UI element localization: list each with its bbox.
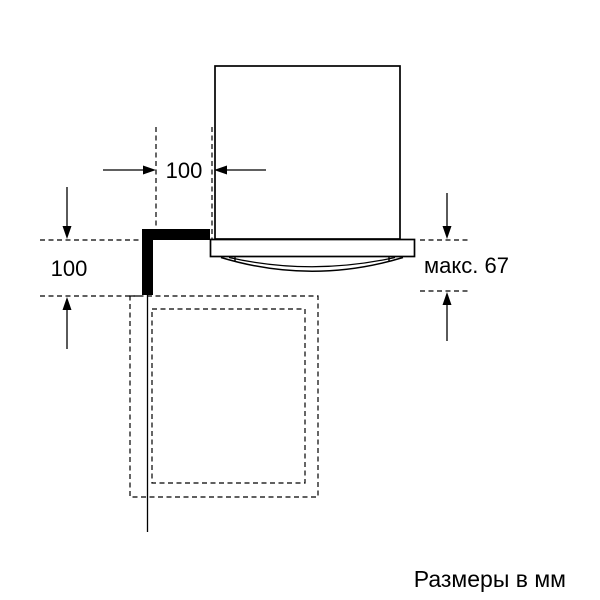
dim-top-left-arrowhead-icon <box>143 165 156 175</box>
dim-right-up-arrowhead-icon <box>442 292 452 305</box>
dim-top-label: 100 <box>166 158 203 183</box>
wall-corner-horizontal <box>142 229 210 240</box>
appliance-control-panel <box>209 238 416 258</box>
dimension-right: макс. 67 <box>424 193 509 341</box>
projection-lines <box>40 127 468 297</box>
diagram-caption: Размеры в мм <box>414 566 566 592</box>
dim-right-down-arrowhead-icon <box>442 226 452 239</box>
niche-outer-rect <box>129 295 319 498</box>
appliance-body <box>214 65 401 240</box>
dim-right-label: макс. 67 <box>424 253 509 278</box>
dimension-left: 100 <box>51 187 88 349</box>
niche-inner-rect <box>151 308 306 484</box>
appliance <box>209 65 416 272</box>
wall-corner <box>142 229 210 532</box>
dimension-top: 100 <box>103 158 266 183</box>
door-handle-outer-arc <box>220 256 404 272</box>
dim-left-label: 100 <box>51 256 88 281</box>
dim-left-up-arrowhead-icon <box>62 297 72 310</box>
wall-corner-vertical <box>142 229 153 295</box>
door-handle-inner-arc <box>228 256 396 268</box>
dim-top-right-arrowhead-icon <box>214 165 227 175</box>
dim-left-down-arrowhead-icon <box>62 226 72 239</box>
niche-outline <box>129 295 319 498</box>
